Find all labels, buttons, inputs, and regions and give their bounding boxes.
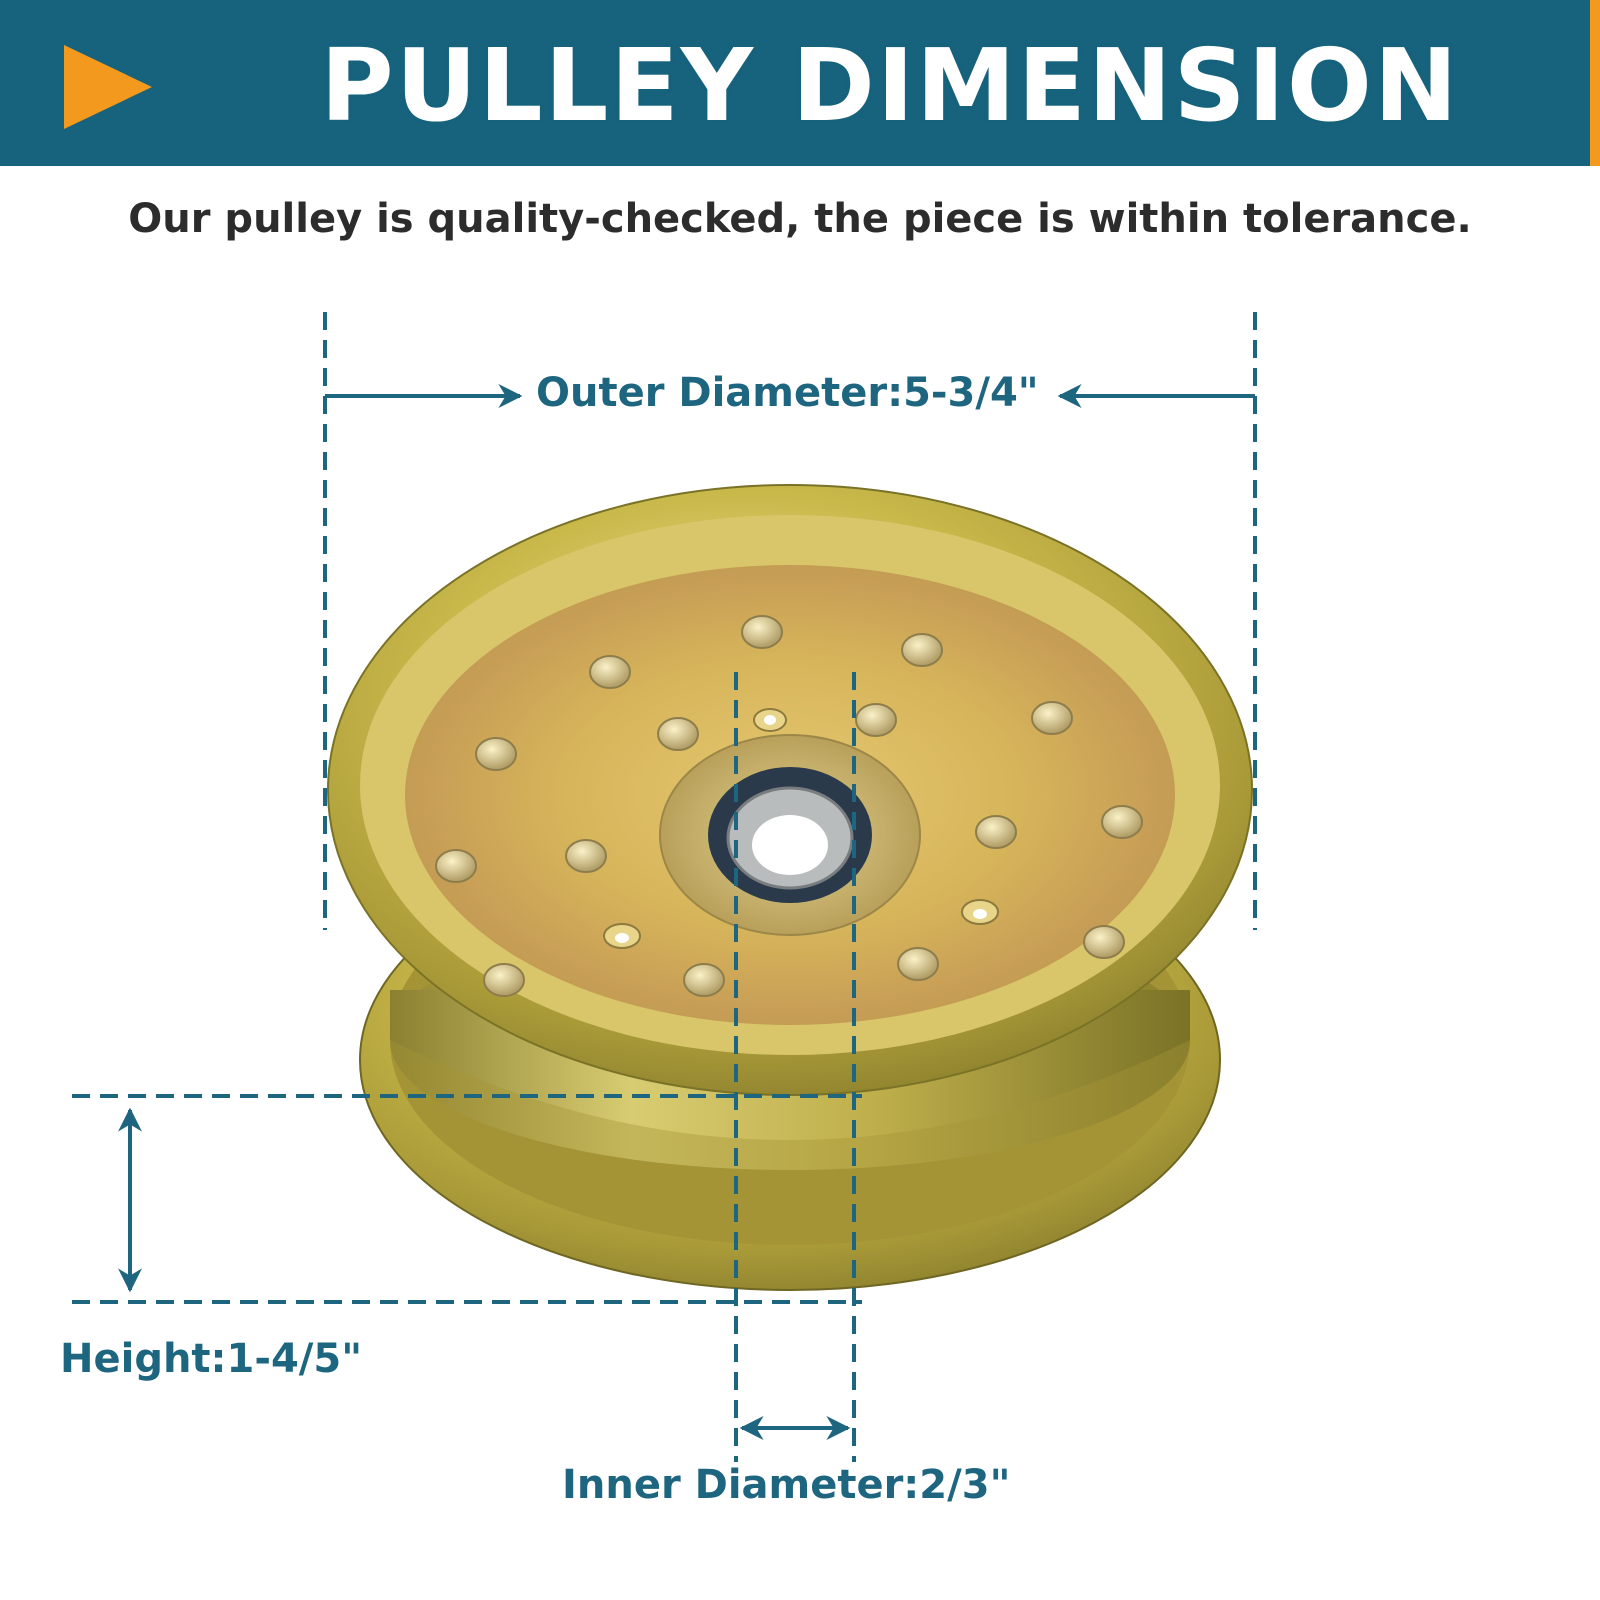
header-accent-bar bbox=[1590, 0, 1600, 166]
subtitle: Our pulley is quality-checked, the piece… bbox=[128, 196, 1472, 242]
height-label: Height:1-4/5" bbox=[60, 1336, 363, 1382]
play-triangle-icon bbox=[64, 45, 152, 129]
pulley-image bbox=[327, 484, 1253, 1291]
inner-diameter-label: Inner Diameter:2/3" bbox=[562, 1462, 1011, 1508]
outer-diameter-label: Outer Diameter:5-3/4" bbox=[536, 370, 1039, 416]
page-title: PULLEY DIMENSION bbox=[320, 27, 1460, 144]
header-banner bbox=[0, 0, 1590, 166]
